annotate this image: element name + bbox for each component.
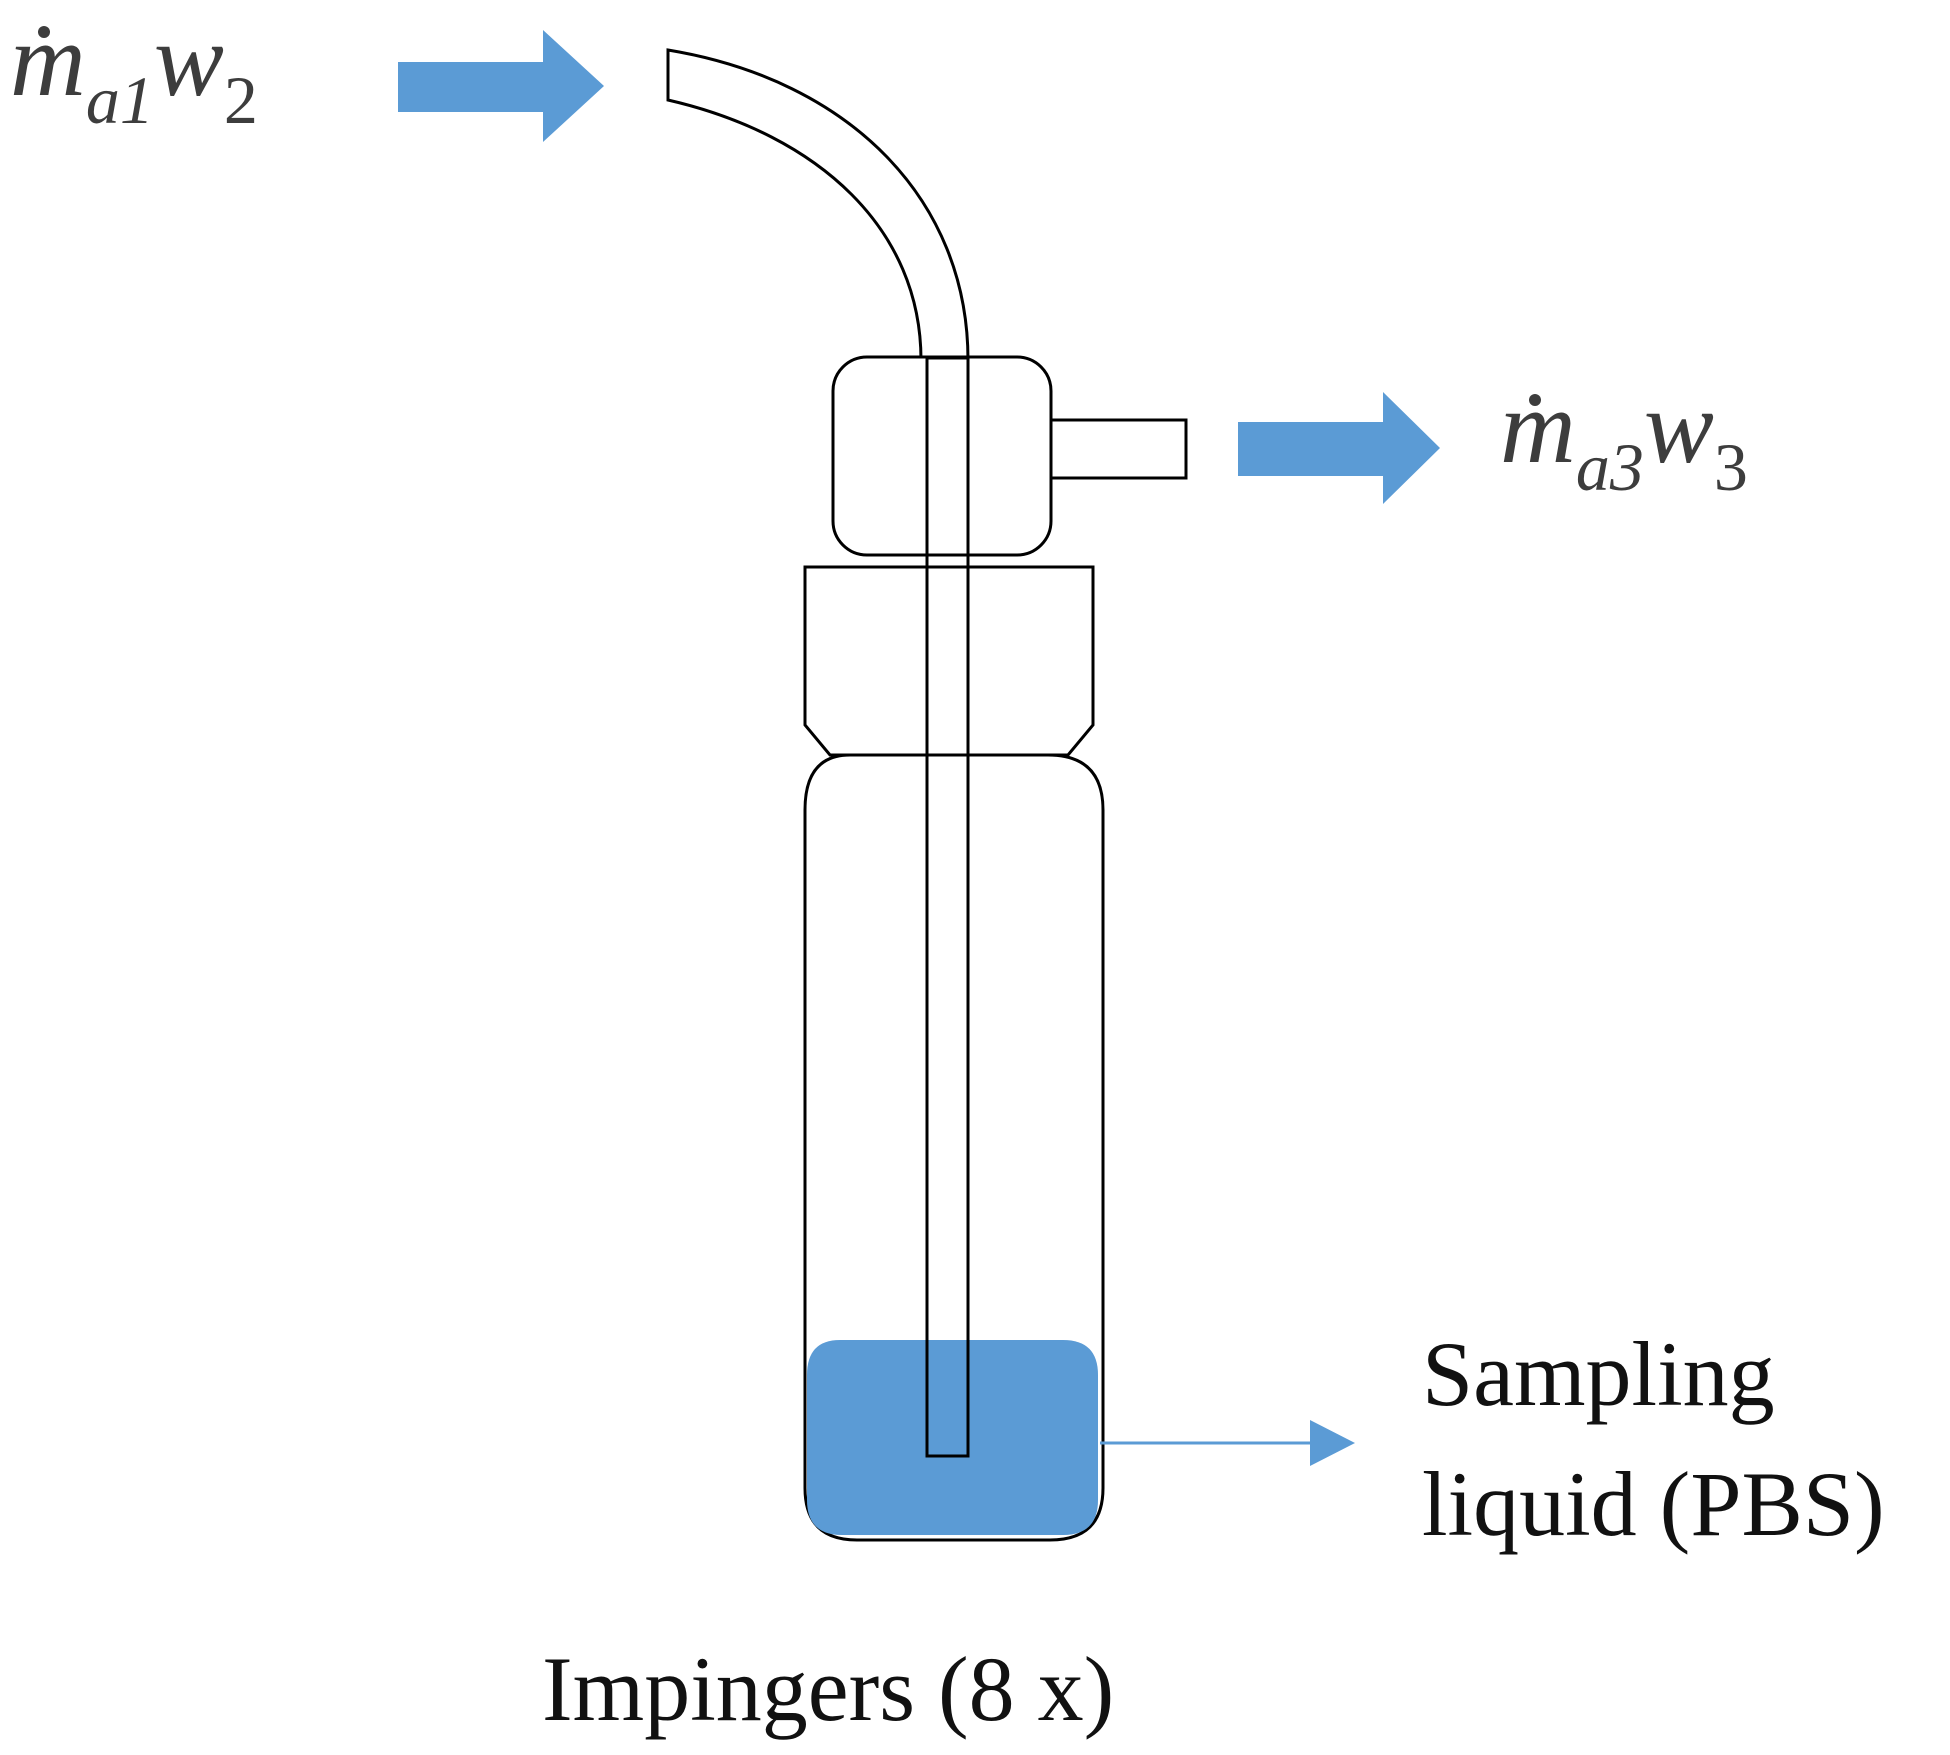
liquid-label-line2: liquid (PBS) [1422,1453,1885,1555]
inlet-mass-symbol: m [10,1,86,118]
inlet-mass-subscript: a1 [86,62,154,138]
outlet-fraction-symbol: w [1644,368,1714,485]
sampling-liquid [807,1340,1098,1535]
outlet-mass-subscript: a3 [1576,429,1644,505]
inlet-fraction-subscript: 2 [224,62,258,138]
liquid-label-line1: Sampling [1422,1323,1775,1425]
diagram-caption: Impingers (8 x) [542,1638,1114,1740]
outlet-fraction-subscript: 3 [1714,429,1748,505]
outlet-rate-dot [1529,394,1541,406]
outlet-flow-label: ma3w3 [1500,368,1748,505]
inlet-flow-label: ma1w2 [10,1,258,138]
impinger-cap [831,355,1053,557]
inlet-fraction-symbol: w [154,1,224,118]
outlet-mass-symbol: m [1500,368,1576,485]
dip-tube [925,356,970,1458]
inlet-tube [666,48,970,368]
impinger-neck [803,565,1095,757]
inlet-rate-dot [38,26,50,38]
outlet-nozzle [1049,418,1188,480]
inlet-arrow-icon [398,30,604,142]
outlet-arrow-icon [1238,392,1440,504]
liquid-pointer-icon [1310,1420,1355,1466]
